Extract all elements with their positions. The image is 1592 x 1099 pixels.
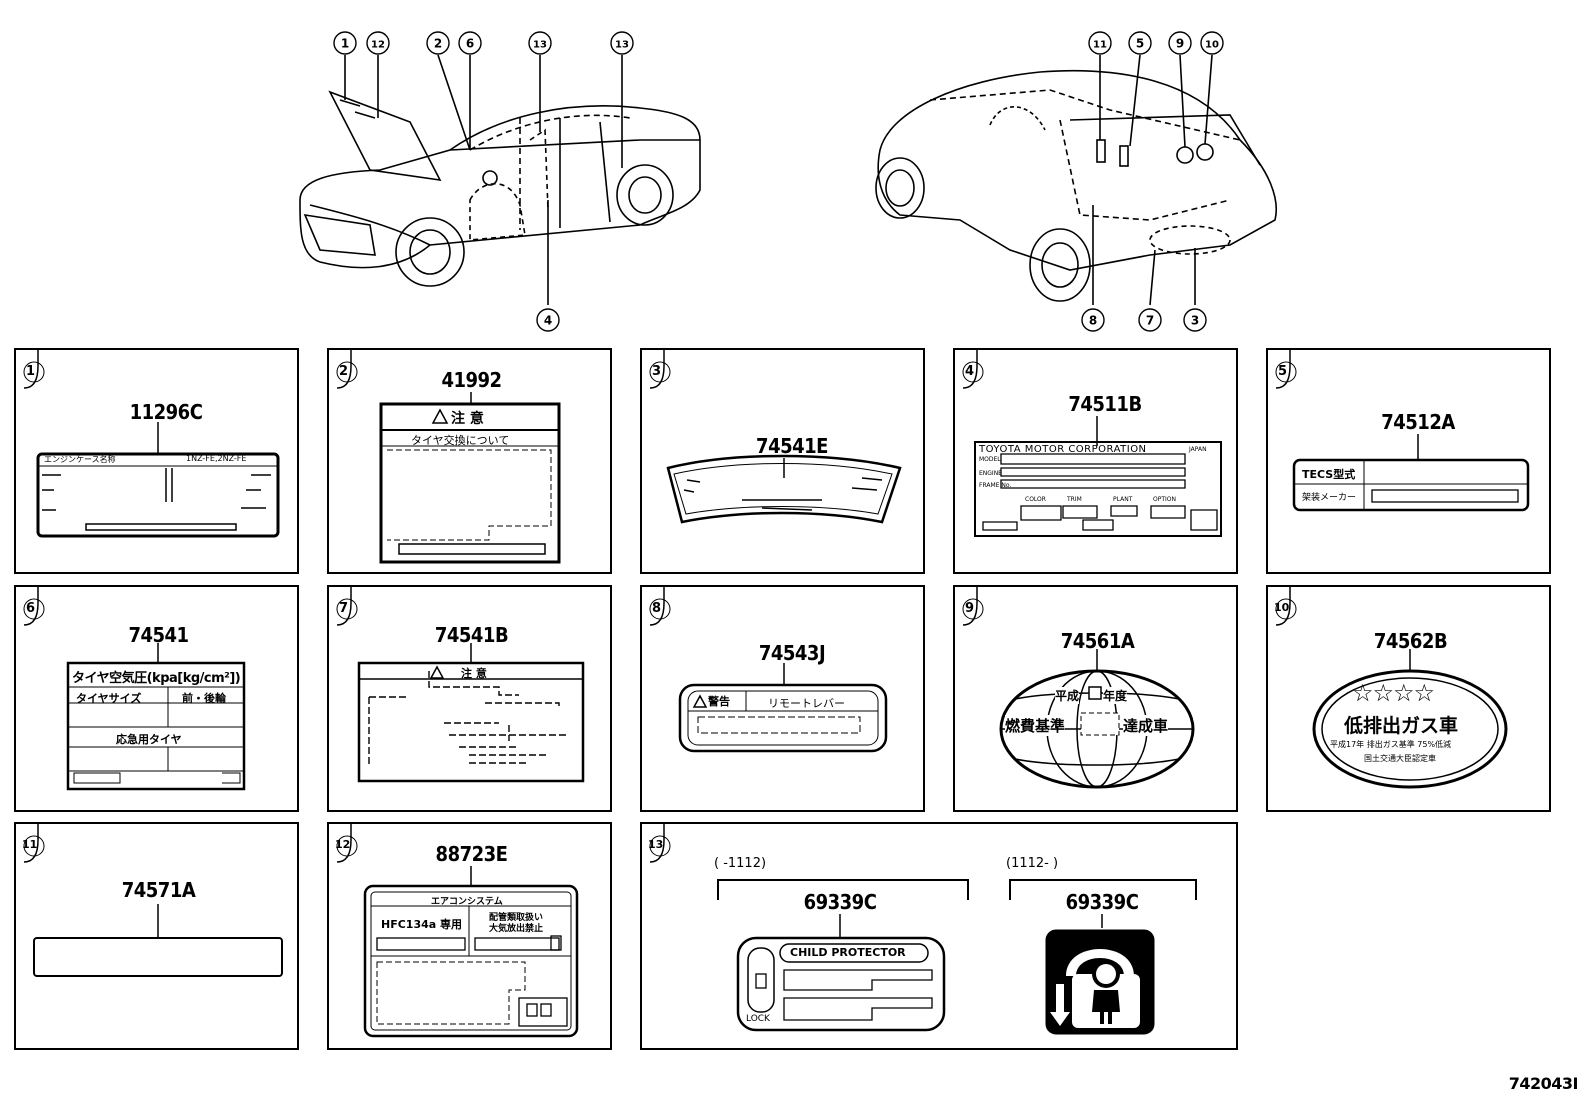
panel-11: 11 74571A <box>14 822 299 1050</box>
panel-9: 9 74561A 平成 年度 燃費基準 達成車 <box>953 585 1238 812</box>
panel-7: 7 74541B 注 意 <box>327 585 612 812</box>
callout-12: 12 <box>371 40 385 51</box>
panel-index: 13 <box>648 838 664 851</box>
star-rating: ☆☆☆☆ <box>1352 679 1435 707</box>
rear-car-drawing <box>875 54 1277 306</box>
label-text: 燃費基準 <box>1005 715 1066 736</box>
part-number: 74541 <box>128 623 189 647</box>
callout-2: 2 <box>434 37 442 51</box>
label-text: 年度 <box>1103 687 1128 704</box>
callout-9: 9 <box>1176 37 1184 51</box>
label-text: 平成17年 排出ガス基準 75%低減 <box>1330 740 1452 749</box>
panel-8: 8 74543J 警告 リモートレバー <box>640 585 925 812</box>
label-text: PLANT <box>1113 496 1133 503</box>
panel-5: 5 74512A TECS型式 架装メーカー <box>1266 348 1551 574</box>
panel-4: 4 74511B TOYOTA MOTOR CORPORATION JAPAN … <box>953 348 1238 574</box>
part-number: 11296C <box>129 400 203 424</box>
part-number: 74541B <box>434 623 509 647</box>
panel-6: 6 74541 タイヤ空気圧(kpa[kg/cm²]) タイヤサイズ 前・後輪 … <box>14 585 299 812</box>
panel-index: 8 <box>652 601 662 616</box>
date-range-left: ( -1112) <box>714 856 767 871</box>
label-text: 平成 <box>1055 687 1080 704</box>
label-text: エンジンケース名称 <box>44 455 116 464</box>
callout-7: 7 <box>1146 314 1154 328</box>
label-text: 応急用タイヤ <box>116 733 182 746</box>
part-number: 74541E <box>756 434 828 458</box>
panel-2: 2 41992 注 意 タイヤ交換について <box>327 348 612 574</box>
part-number: 74571A <box>121 878 196 902</box>
label-text: 低排出ガス車 <box>1344 715 1459 737</box>
label-text: JAPAN <box>1189 446 1207 453</box>
label-text: COLOR <box>1025 496 1046 503</box>
callout-4: 4 <box>544 314 552 328</box>
part-number-right: 69339C <box>1065 890 1139 914</box>
label-text: TECS型式 <box>1302 468 1356 481</box>
label-text: タイヤサイズ <box>76 692 142 705</box>
label-text: FRAME No. <box>979 482 1012 489</box>
label-text: 配管類取扱い <box>489 913 544 923</box>
part-number: 88723E <box>435 842 508 866</box>
vehicle-illustrations: 1 12 2 6 13 13 4 11 5 9 10 8 7 3 <box>299 31 1277 332</box>
panel-index: 7 <box>339 601 349 616</box>
label-text: リモートレバー <box>768 697 845 710</box>
panel-index: 12 <box>335 838 351 851</box>
part-number: 41992 <box>441 368 502 392</box>
part-number: 74561A <box>1060 629 1135 653</box>
label-text: 大気放出禁止 <box>489 924 544 934</box>
panel-10: 10 74562B ☆☆☆☆ 低排出ガス車 平成17年 排出ガス基準 75%低減… <box>1266 585 1551 812</box>
callout-10: 10 <box>1205 40 1219 51</box>
panel-3: 3 74541E <box>640 348 925 574</box>
callout-3: 3 <box>1191 314 1199 328</box>
panel-index: 10 <box>1274 601 1290 614</box>
part-number: 74543J <box>758 641 826 665</box>
label-text: 前・後輪 <box>182 692 226 705</box>
part-number: 74512A <box>1381 410 1455 434</box>
label-text: OPTION <box>1153 496 1176 503</box>
label-text: LOCK <box>746 1014 770 1024</box>
part-number: 74511B <box>1068 392 1142 416</box>
label-text: 1NZ-FE,2NZ-FE <box>186 454 247 463</box>
label-text: タイヤ交換について <box>411 434 510 447</box>
date-range-right: (1112- ) <box>1006 856 1059 871</box>
callout-6: 6 <box>466 37 474 51</box>
label-text: HFC134a 専用 <box>381 918 463 931</box>
callout-13: 13 <box>533 40 547 51</box>
panel-index: 5 <box>1278 364 1288 379</box>
panel-index: 4 <box>965 364 975 379</box>
callout-1: 1 <box>341 37 349 51</box>
warning-title: 注 意 <box>461 667 487 680</box>
label-text: エアコンシステム <box>431 897 503 907</box>
callout-11: 11 <box>1093 40 1107 51</box>
callout-8: 8 <box>1089 314 1097 328</box>
label-text: 国土交通大臣認定車 <box>1364 754 1436 763</box>
panel-13: 13 ( -1112) (1112- ) 69339C 69339C CHILD… <box>640 822 1238 1050</box>
panel-12: 12 88723E エアコンシステム HFC134a 専用 配管類取扱い 大気放… <box>327 822 612 1050</box>
label-text: タイヤ空気圧(kpa[kg/cm²]) <box>72 671 241 686</box>
panel-1: 1 11296C エンジンケース名称 1NZ-FE,2NZ-FE <box>14 348 299 574</box>
label-text: TRIM <box>1067 496 1082 503</box>
warning-title: 注 意 <box>451 411 484 427</box>
label-text: CHILD PROTECTOR <box>790 946 906 959</box>
panel-index: 3 <box>652 364 662 379</box>
label-text: 達成車 <box>1123 715 1169 736</box>
label-text: 警告 <box>708 695 730 708</box>
maker-line: TOYOTA MOTOR CORPORATION <box>979 444 1147 455</box>
figure-id: 742043I <box>1508 1074 1579 1093</box>
panel-index: 9 <box>965 601 975 616</box>
label-text: 架装メーカー <box>1302 493 1357 503</box>
part-number: 74562B <box>1373 629 1448 653</box>
panel-index: 2 <box>339 364 349 379</box>
panel-index: 6 <box>26 601 36 616</box>
label-text: MODEL <box>979 456 1001 463</box>
callout-13: 13 <box>615 40 629 51</box>
label-text: ENGINE <box>979 470 1002 477</box>
front-car-drawing <box>299 54 701 305</box>
panel-index: 11 <box>22 838 38 851</box>
part-number-left: 69339C <box>803 890 877 914</box>
panel-index: 1 <box>26 364 36 379</box>
callout-5: 5 <box>1136 37 1144 51</box>
